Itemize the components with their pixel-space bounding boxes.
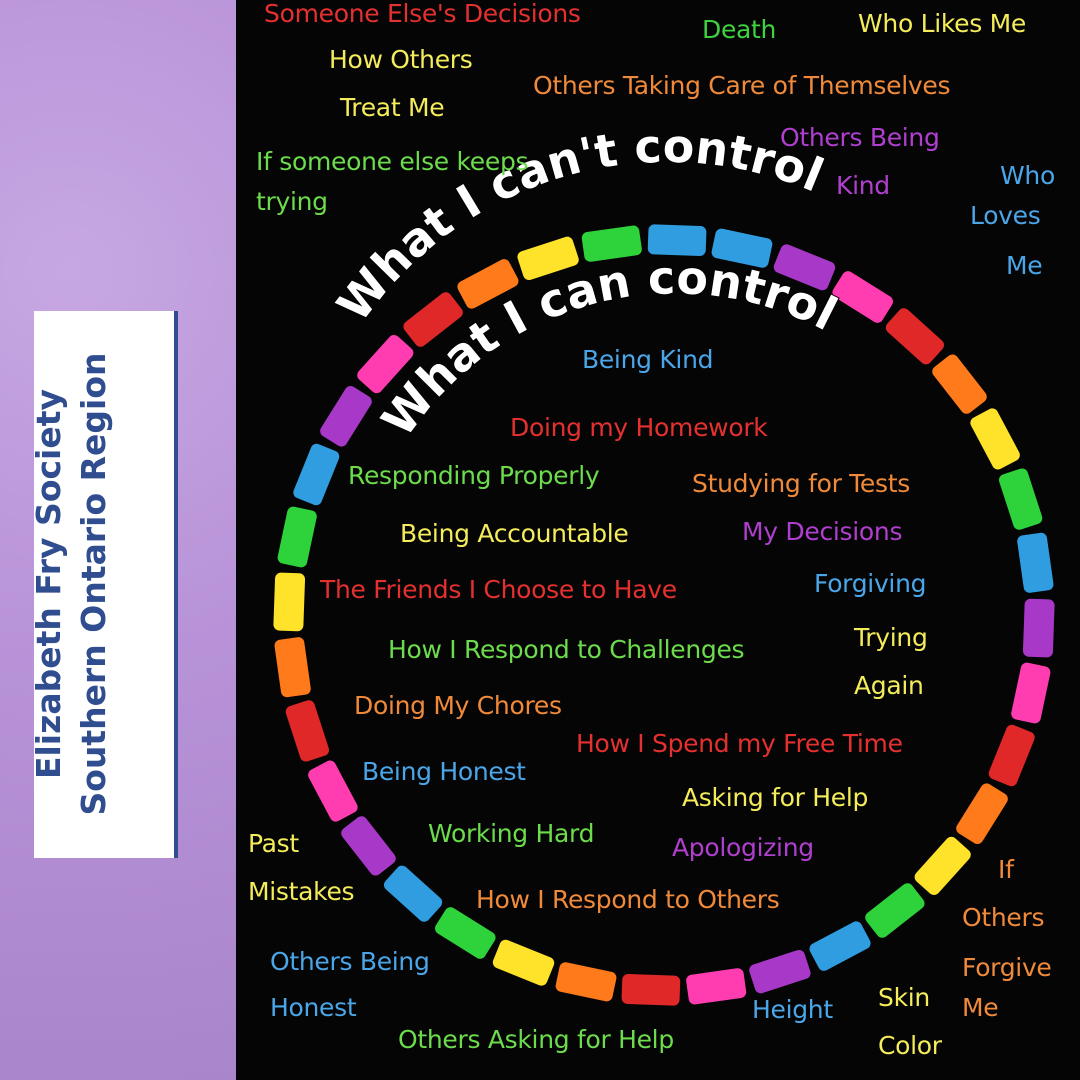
lavender-side-panel: Elizabeth Fry Society Southern Ontario R… [0, 0, 236, 1080]
circle-segment [711, 228, 773, 268]
outside-phrase-height: Height [752, 995, 833, 1024]
circle-segment [686, 968, 747, 1005]
circle-segment [988, 724, 1035, 787]
outside-phrase-if-others-forgive-2: Others [962, 903, 1045, 932]
inside-phrase-respond-to-challenges: How I Respond to Challenges [388, 635, 745, 664]
outside-phrase-who-loves-me-2: Loves [970, 201, 1041, 230]
circle-segment [293, 443, 340, 506]
circle-segment [277, 506, 317, 568]
circle-segment [517, 236, 579, 281]
circle-segment [581, 225, 642, 262]
outside-phrase-skin-color-1: Skin [878, 983, 930, 1012]
circle-segment [970, 408, 1020, 470]
inside-phrase-trying-again-1: Trying [854, 623, 928, 652]
outside-phrase-death: Death [702, 15, 777, 44]
circle-segment [809, 921, 871, 971]
outside-phrase-who-loves-me-3: Me [1006, 251, 1043, 280]
circle-segment [621, 973, 681, 1006]
outside-phrase-how-others: How Others [329, 45, 473, 74]
circle-segment [435, 907, 496, 959]
inside-phrase-apologizing: Apologizing [672, 833, 814, 862]
organization-name-line2: Southern Ontario Region [74, 352, 113, 816]
outside-phrase-treat-me: Treat Me [340, 93, 445, 122]
circle-segment [383, 865, 443, 922]
inside-phrase-forgiving: Forgiving [814, 569, 927, 598]
control-poster: What I can't control What I can control … [236, 0, 1080, 1080]
outside-phrase-past-mistakes-1: Past [248, 829, 299, 858]
inside-phrase-asking-for-help: Asking for Help [682, 783, 869, 812]
circle-segment [274, 637, 311, 698]
inside-phrase-my-decisions: My Decisions [742, 517, 903, 546]
circle-segment [492, 939, 555, 986]
inside-phrase-friends-i-choose: The Friends I Choose to Have [320, 575, 677, 604]
circle-segment [403, 292, 463, 347]
inside-phrase-studying-for-tests: Studying for Tests [692, 469, 910, 498]
circle-segment [341, 816, 396, 876]
organization-name-line1: Elizabeth Fry Society [29, 388, 69, 780]
organization-card [34, 311, 178, 858]
outside-phrase-others-asking-for-help: Others Asking for Help [398, 1025, 674, 1054]
circle-segment [932, 354, 987, 414]
circle-segment [1017, 532, 1054, 593]
circle-segment [308, 760, 358, 822]
inside-phrase-doing-homework: Doing my Homework [510, 413, 768, 442]
outside-phrase-someone-keeps-trying-2: trying [256, 187, 328, 216]
outside-phrase-others-being-honest-1: Others Being [270, 947, 430, 976]
inside-phrase-doing-my-chores: Doing My Chores [354, 691, 562, 720]
circle-segment [998, 468, 1043, 530]
outside-phrase-others-being-kind-2: Kind [836, 171, 890, 200]
inside-phrase-trying-again-2: Again [854, 671, 924, 700]
circle-segment [457, 259, 519, 309]
outside-phrase-skin-color-2: Color [878, 1031, 942, 1060]
circle-segment [1011, 662, 1051, 724]
circle-segment [832, 271, 893, 323]
outside-phrase-if-others-forgive-4: Me [962, 993, 999, 1022]
inside-phrase-working-hard: Working Hard [428, 819, 595, 848]
inside-phrase-spend-free-time: How I Spend my Free Time [576, 729, 903, 758]
outside-phrase-who-loves-me-1: Who [1000, 161, 1055, 190]
circle-segment [357, 334, 414, 394]
outside-phrase-others-taking-care: Others Taking Care of Themselves [533, 71, 951, 100]
outside-phrase-others-being-honest-2: Honest [270, 993, 357, 1022]
circle-segment [749, 949, 811, 994]
circle-segment [956, 783, 1008, 844]
organization-name: Elizabeth Fry Society Southern Ontario R… [12, 314, 132, 854]
circle-segment [914, 836, 971, 896]
outside-phrase-who-likes-me: Who Likes Me [858, 9, 1026, 38]
inside-phrase-being-honest: Being Honest [362, 757, 526, 786]
outside-phrase-past-mistakes-2: Mistakes [248, 877, 355, 906]
circle-segment [320, 386, 372, 447]
outside-phrase-if-others-forgive-3: Forgive [962, 953, 1052, 982]
inside-phrase-being-accountable: Being Accountable [400, 519, 629, 548]
outside-phrase-someone-elses-decisions: Someone Else's Decisions [264, 0, 581, 28]
circle-segment [865, 883, 925, 938]
circle-segment [647, 224, 707, 257]
circle-segment [885, 308, 945, 365]
inside-phrase-respond-to-others: How I Respond to Others [476, 885, 780, 914]
circle-segment [773, 244, 836, 291]
inside-phrase-responding-properly: Responding Properly [348, 461, 600, 490]
outside-phrase-if-others-forgive-1: If [998, 855, 1014, 884]
poster-headings: What I can't control What I can control [325, 118, 846, 448]
outside-phrase-others-being-kind-1: Others Being [780, 123, 940, 152]
rainbow-circle [273, 224, 1055, 1006]
outside-phrase-someone-keeps-trying-1: If someone else keeps [256, 147, 529, 176]
circle-segment [273, 572, 306, 632]
circle-segment [1022, 598, 1055, 658]
circle-segment [555, 962, 617, 1002]
circle-segment [285, 700, 330, 762]
inside-phrase-being-kind: Being Kind [582, 345, 714, 374]
